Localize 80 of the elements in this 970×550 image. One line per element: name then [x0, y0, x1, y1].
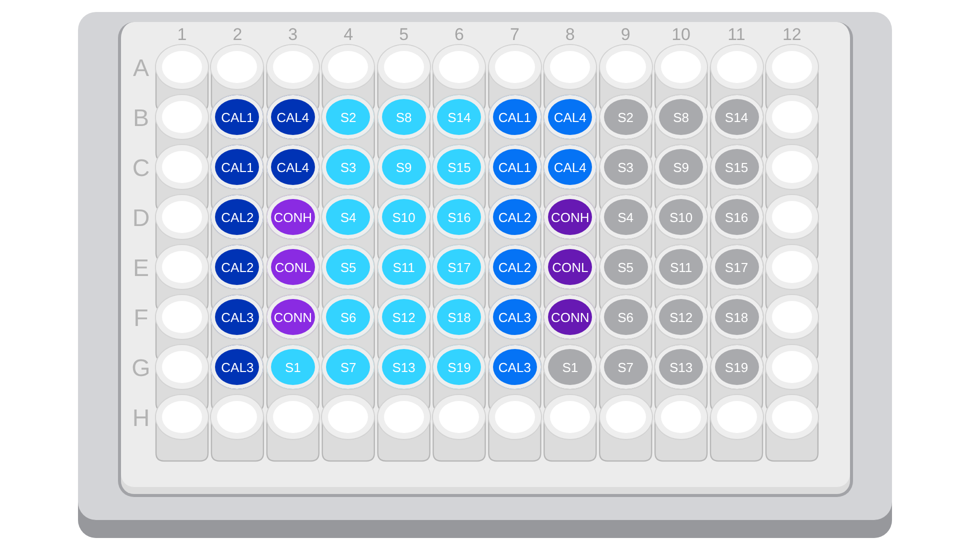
row-letter: H — [131, 406, 151, 432]
well-label: S17 — [448, 260, 471, 274]
column-number: 8 — [564, 26, 576, 44]
well-label: S6 — [340, 310, 356, 324]
well-label: S4 — [340, 210, 356, 224]
well-label: S13 — [669, 360, 693, 374]
row-letter: B — [132, 106, 150, 132]
column-number: 6 — [454, 26, 465, 44]
well-label: S9 — [396, 160, 412, 174]
well-label: S4 — [618, 210, 634, 224]
well-label: S3 — [618, 160, 634, 174]
well-label: S1 — [284, 360, 301, 374]
row-letter: C — [131, 156, 151, 182]
column-number: 1 — [176, 26, 188, 44]
well-label: S18 — [724, 310, 748, 324]
column-number: 10 — [670, 26, 692, 44]
well-label: S10 — [392, 210, 416, 224]
column-number: 7 — [508, 26, 520, 44]
column-number: 12 — [781, 26, 802, 44]
column-number: 2 — [232, 26, 244, 44]
well-label: S11 — [670, 260, 692, 274]
column-number: 5 — [398, 26, 410, 44]
column-number: 4 — [342, 26, 354, 44]
well-label: S11 — [392, 260, 415, 274]
well-label: CONH — [274, 210, 312, 224]
well-label: CAL4 — [554, 110, 586, 124]
row-letter: D — [131, 206, 151, 232]
well-label: CAL1 — [221, 110, 254, 124]
well-label: CAL1 — [498, 110, 531, 124]
row-letter: E — [132, 256, 150, 282]
well-label: S3 — [340, 160, 356, 174]
well-label: S18 — [448, 310, 471, 324]
column-number: 11 — [726, 26, 746, 44]
well-label: S6 — [618, 310, 634, 324]
well-label: CAL3 — [221, 310, 254, 324]
well-label: CONN — [274, 310, 312, 324]
well-label: S5 — [618, 260, 634, 274]
well-label: S14 — [724, 110, 748, 124]
well-label: S16 — [448, 210, 471, 224]
column-number: 3 — [287, 26, 299, 44]
well-label: CAL4 — [554, 160, 586, 174]
well-label: S13 — [392, 360, 416, 374]
column-number: 9 — [620, 26, 632, 44]
well-label: CAL2 — [221, 210, 254, 224]
well-label: CAL2 — [221, 260, 254, 274]
well-label: CONL — [552, 260, 588, 274]
well-label: S14 — [448, 110, 471, 124]
well-label: S8 — [396, 110, 412, 124]
well-label: S12 — [669, 310, 693, 324]
well-label: CAL4 — [276, 110, 310, 124]
well-label: S15 — [724, 160, 748, 174]
well-label: S17 — [724, 260, 748, 274]
well-label: CAL3 — [498, 360, 531, 374]
well-label: S10 — [669, 210, 693, 224]
well-label: CAL3 — [498, 310, 531, 324]
well-label: S19 — [724, 360, 748, 374]
well-label: S16 — [724, 210, 748, 224]
well-label: CONL — [274, 260, 311, 274]
well-label: S7 — [618, 360, 634, 374]
well-label: S2 — [340, 110, 356, 124]
well-label: CAL1 — [221, 160, 254, 174]
well-label: CONN — [551, 310, 590, 324]
well-label: S5 — [340, 260, 356, 274]
well-label: CONH — [551, 210, 590, 224]
well-label: S15 — [448, 160, 471, 174]
well-label: S12 — [392, 310, 416, 324]
well-label: S1 — [562, 360, 578, 374]
well-label: S19 — [448, 360, 471, 374]
well-label: CAL2 — [498, 260, 531, 274]
row-letter: F — [132, 306, 150, 332]
well-label: S2 — [618, 110, 634, 124]
row-letter: G — [130, 356, 152, 382]
row-letter: A — [132, 56, 150, 82]
well-label: CAL3 — [221, 360, 254, 374]
well-label: S9 — [673, 160, 689, 174]
well-label: CAL2 — [498, 210, 531, 224]
well-label: CAL4 — [276, 160, 310, 174]
well-label: S8 — [673, 110, 689, 124]
well-label: S7 — [340, 360, 356, 374]
well-label: CAL1 — [498, 160, 531, 174]
